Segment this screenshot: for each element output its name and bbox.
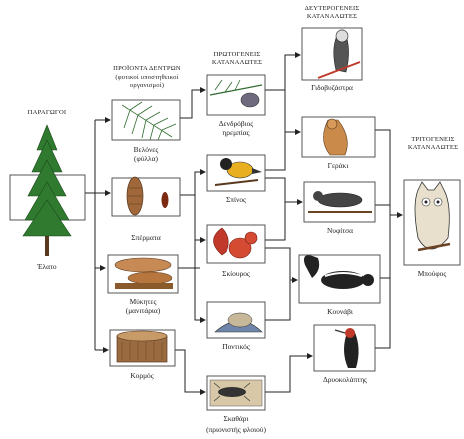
fungi-label-2: (μανιτάρια) <box>126 306 161 315</box>
secondary-header: ΔΕΥΤΕΡΟΓΕΝΕΙΣ <box>305 5 360 12</box>
trunk-label: Κορμός <box>130 371 153 380</box>
bark-beetle-label: Σκαθάρι <box>224 414 249 423</box>
secondary-header-2: ΚΑΤΑΝΑΛΩΤΕΣ <box>307 13 357 20</box>
hawk-label: Γεράκι <box>328 161 349 170</box>
weasel-label: Νυφίτσα <box>327 226 353 235</box>
skunk-label: Κουνάβι <box>327 307 353 316</box>
needles-label-2: (φύλλα) <box>134 154 158 163</box>
bark-bug-label: Δενδρόβιος <box>219 119 254 128</box>
tree-products-header: ΠΡΟΪΟΝΤΑ ΔΕΝΤΡΩΝ <box>113 65 181 72</box>
seeds-box <box>112 178 180 216</box>
producers-header: ΠΑΡΑΓΩΓΟΙ <box>28 109 67 116</box>
mouse-label: Ποντικός <box>222 342 250 351</box>
seeds-label: Σπέρματα <box>131 233 161 242</box>
finch-label: Σπίνος <box>226 195 246 204</box>
tree-products-subheader-2: οργανισμοί) <box>130 82 164 89</box>
woodpecker-label: Δρυοκολάπτης <box>323 375 367 384</box>
boxes <box>10 28 460 410</box>
owl-label: Μπούφος <box>418 269 447 278</box>
bark-bug-label-2: ηρεμπίας <box>222 128 249 137</box>
needles-label: Βελόνες <box>134 145 159 154</box>
fungi-label: Μύκητες <box>130 297 157 306</box>
crossbill-label: Γιδοβυζάστρα <box>311 83 353 92</box>
fir-label: Έλατο <box>36 262 57 271</box>
bark-beetle-icon <box>210 380 262 406</box>
owl-icon <box>415 182 450 250</box>
primary-header-2: ΚΑΤΑΝΑΛΩΤΕΣ <box>212 59 262 66</box>
tree-stump-icon <box>117 331 167 362</box>
bark-beetle-label-2: (πριονιστής φλοιού) <box>206 425 266 434</box>
tertiary-header-2: ΚΑΤΑΝΑΛΩΤΕΣ <box>408 144 458 151</box>
squirrel-label: Σκίουρος <box>222 269 250 278</box>
primary-header: ΠΡΩΤΟΓΕΝΕΙΣ <box>214 51 261 58</box>
tree-products-subheader: (φυτικοί υποστηθεικοί <box>115 74 178 81</box>
tertiary-header: ΤΡΙΤΟΓΕΝΕΙΣ <box>411 136 454 143</box>
